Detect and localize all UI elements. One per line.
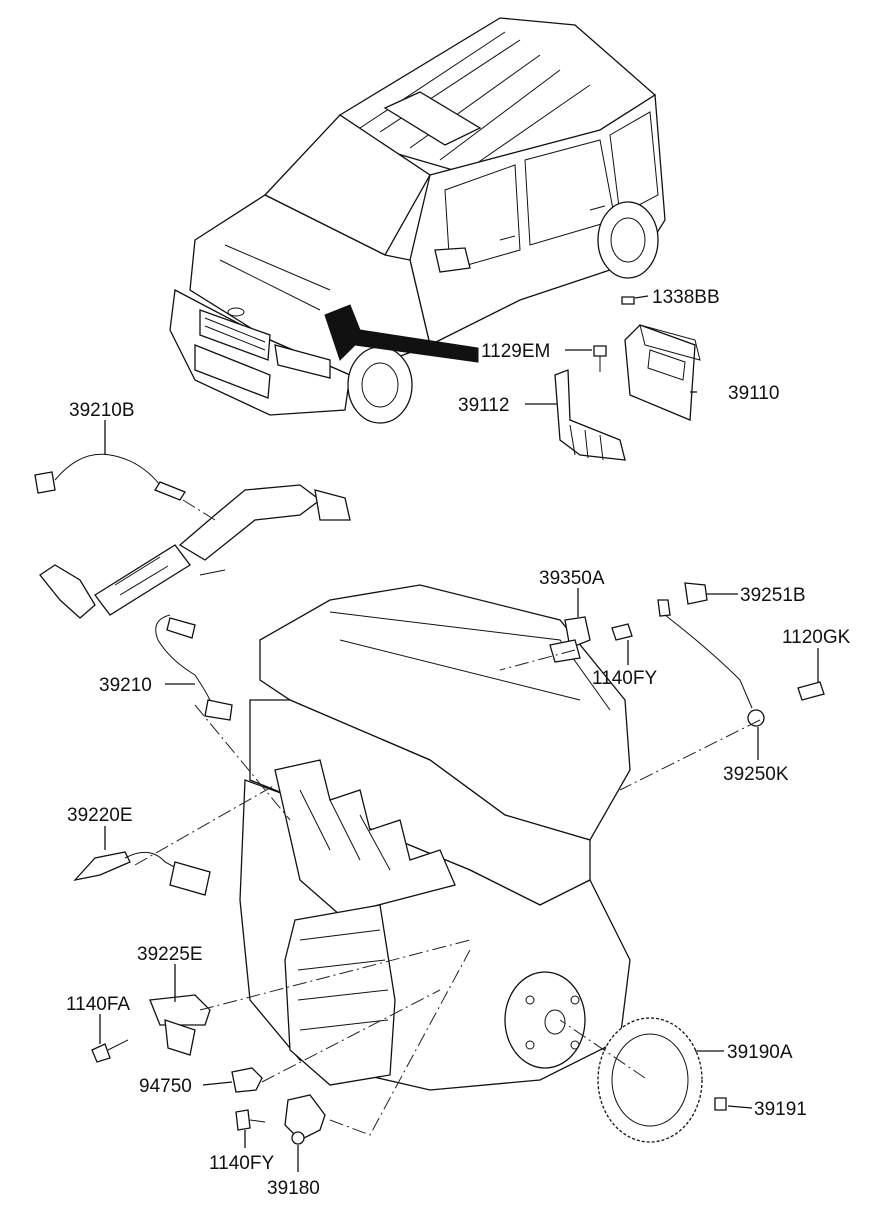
- label-39180: 39180: [267, 1178, 320, 1199]
- oxygen-sensor-39210: [155, 614, 233, 721]
- label-39350A: 39350A: [539, 568, 605, 589]
- oxygen-sensor-39210B: [34, 453, 186, 501]
- label-94750: 94750: [139, 1076, 192, 1097]
- label-1129EM: 1129EM: [481, 341, 550, 362]
- label-1140FY-bottom: 1140FY: [209, 1153, 274, 1174]
- label-39251B: 39251B: [740, 585, 806, 606]
- assembly-lines: [134, 499, 761, 1136]
- label-39190A: 39190A: [727, 1042, 793, 1063]
- ecu-module: [554, 296, 701, 461]
- engine-block: [239, 584, 631, 1091]
- label-39210B: 39210B: [69, 400, 135, 421]
- bolt-1140FA: [91, 1039, 129, 1063]
- knock-sensor-39250K: [657, 582, 825, 727]
- sensor-94750: [231, 1067, 263, 1093]
- label-39112: 39112: [458, 395, 509, 416]
- label-1338BB: 1338BB: [652, 287, 720, 308]
- label-1140FA: 1140FA: [66, 994, 130, 1015]
- front-exhaust-pipe: [39, 484, 351, 619]
- reluctor-ring-39190A: [597, 1017, 727, 1143]
- vehicle-illustration: [169, 17, 666, 424]
- label-1140FY-top: 1140FY: [592, 668, 657, 689]
- label-39225E: 39225E: [137, 944, 203, 965]
- label-1120GK: 1120GK: [782, 627, 851, 648]
- label-39250K: 39250K: [723, 764, 789, 785]
- label-39110: 39110: [728, 383, 779, 404]
- sensor-39220E: [73, 851, 211, 896]
- bracket-39225E: [149, 994, 211, 1056]
- label-39210: 39210: [99, 675, 152, 696]
- label-39191: 39191: [754, 1099, 807, 1120]
- leader-lines: [99, 295, 819, 1172]
- cam-sensor-39350A: [549, 616, 633, 663]
- label-39220E: 39220E: [67, 805, 133, 826]
- crank-sensor-39180: [235, 1094, 326, 1145]
